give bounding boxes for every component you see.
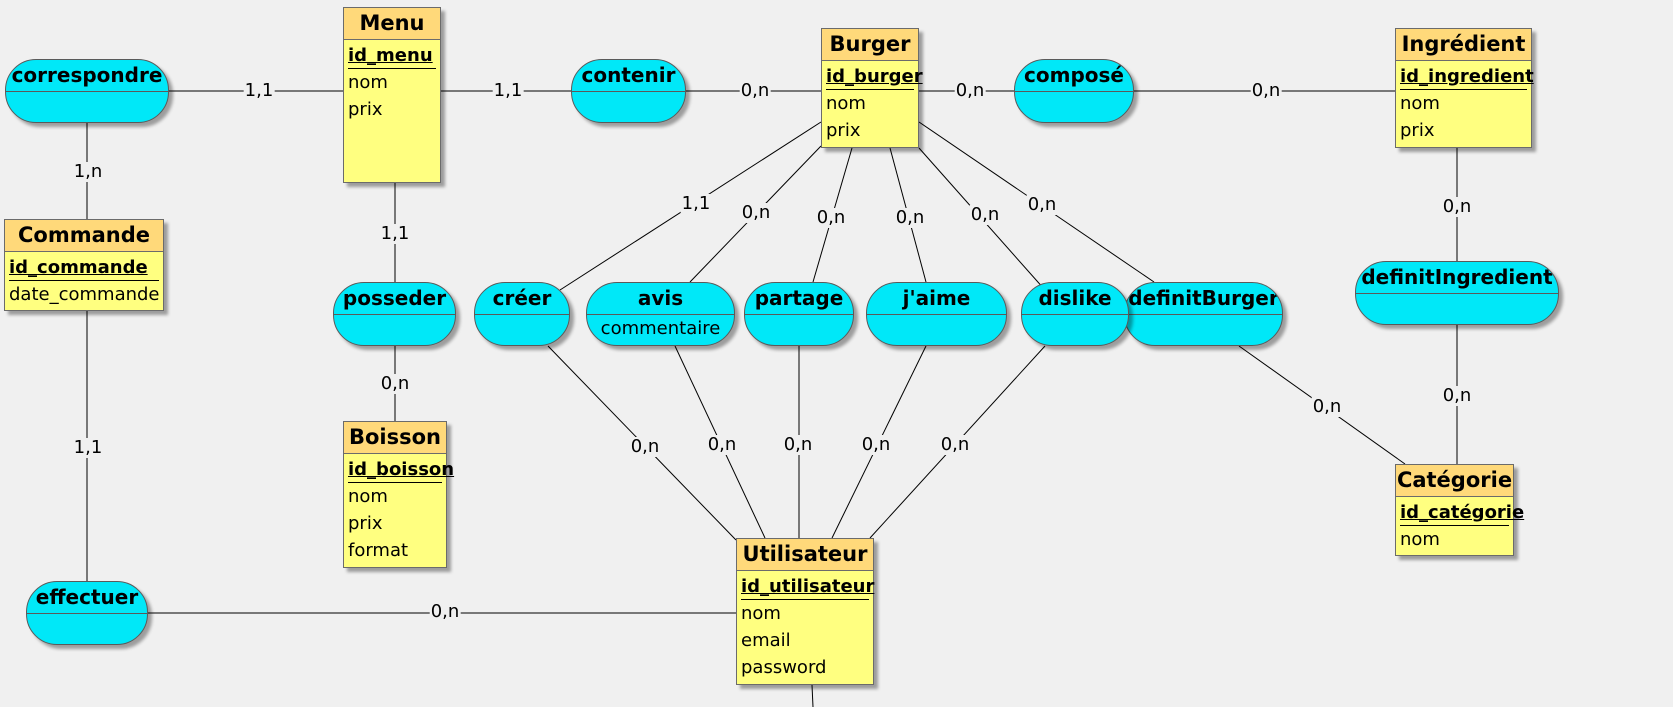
association-name: contenir bbox=[572, 60, 685, 92]
cardinality-label: 1,1 bbox=[379, 223, 411, 244]
association-name: definitIngredient bbox=[1356, 262, 1558, 294]
entity-title: Catégorie bbox=[1396, 465, 1513, 497]
association-jaime[interactable]: j'aime bbox=[866, 282, 1007, 346]
primary-key-attribute: id_utilisateur bbox=[741, 573, 874, 600]
association-name: posseder bbox=[334, 283, 455, 315]
entity-attribute: nom bbox=[1400, 93, 1440, 114]
association-correspondre[interactable]: correspondre bbox=[5, 59, 169, 123]
cardinality-label: 0,n bbox=[706, 434, 738, 455]
cardinality-label: 0,n bbox=[969, 204, 1001, 225]
entity-attribute: nom bbox=[1400, 529, 1440, 550]
association-compose[interactable]: composé bbox=[1014, 59, 1134, 123]
association-name: effectuer bbox=[27, 582, 147, 614]
cardinality-label: 0,n bbox=[740, 202, 772, 223]
association-name: dislike bbox=[1022, 283, 1128, 315]
association-name: composé bbox=[1015, 60, 1133, 92]
cardinality-label: 1,1 bbox=[492, 80, 524, 101]
cardinality-label: 0,n bbox=[1441, 196, 1473, 217]
entity-title: Burger bbox=[822, 29, 918, 61]
entity-title: Boisson bbox=[344, 422, 446, 454]
cardinality-label: 0,n bbox=[1311, 396, 1343, 417]
cardinality-label: 0,n bbox=[939, 434, 971, 455]
cardinality-label: 0,n bbox=[894, 207, 926, 228]
cardinality-label: 0,n bbox=[815, 207, 847, 228]
entity-attribute: nom bbox=[348, 72, 388, 93]
cardinality-label: 0,n bbox=[1026, 194, 1058, 215]
association-name: avis bbox=[587, 283, 734, 315]
association-partage[interactable]: partage bbox=[744, 282, 854, 346]
entity-title: Commande bbox=[5, 220, 163, 252]
cardinality-label: 0,n bbox=[739, 80, 771, 101]
association-creer[interactable]: créer bbox=[474, 282, 570, 346]
association-effectuer[interactable]: effectuer bbox=[26, 581, 148, 645]
primary-key-attribute: id_catégorie bbox=[1400, 499, 1524, 526]
entity-attributes: id_commande date_commande bbox=[5, 252, 163, 308]
link-offscreen-stub bbox=[811, 684, 814, 707]
cardinality-label: 0,n bbox=[379, 373, 411, 394]
cardinality-label: 0,n bbox=[860, 434, 892, 455]
cardinality-label: 1,1 bbox=[680, 193, 712, 214]
cardinality-label: 1,n bbox=[72, 161, 104, 182]
entity-attribute: prix bbox=[826, 120, 861, 141]
association-name: créer bbox=[475, 283, 569, 315]
association-avis[interactable]: avis commentaire bbox=[586, 282, 735, 346]
primary-key-attribute: id_menu bbox=[348, 42, 436, 69]
cardinality-label: 0,n bbox=[1250, 80, 1282, 101]
entity-attribute: prix bbox=[348, 513, 383, 534]
primary-key-attribute: id_ingredient bbox=[1400, 63, 1534, 90]
entity-attribute: prix bbox=[348, 99, 383, 120]
entity-attribute: email bbox=[741, 630, 791, 651]
association-name: partage bbox=[745, 283, 853, 315]
cardinality-label: 0,n bbox=[1441, 385, 1473, 406]
association-name: correspondre bbox=[6, 60, 168, 92]
entity-attribute: nom bbox=[348, 486, 388, 507]
association-definitIngredient[interactable]: definitIngredient bbox=[1355, 261, 1559, 325]
entity-title: Menu bbox=[344, 8, 440, 40]
entity-attribute: date_commande bbox=[9, 284, 160, 305]
association-dislike[interactable]: dislike bbox=[1021, 282, 1129, 346]
entity-attribute: prix bbox=[1400, 120, 1435, 141]
association-name: j'aime bbox=[867, 283, 1006, 315]
cardinality-label: 0,n bbox=[782, 434, 814, 455]
cardinality-label: 1,1 bbox=[72, 437, 104, 458]
association-posseder[interactable]: posseder bbox=[333, 282, 456, 346]
association-name: definitBurger bbox=[1125, 283, 1282, 315]
entity-attribute: nom bbox=[826, 93, 866, 114]
entity-attribute: format bbox=[348, 540, 409, 561]
entity-title: Utilisateur bbox=[737, 539, 873, 571]
association-contenir[interactable]: contenir bbox=[571, 59, 686, 123]
primary-key-attribute: id_boisson bbox=[348, 456, 454, 483]
cardinality-label: 1,1 bbox=[243, 80, 275, 101]
entity-title: Ingrédient bbox=[1396, 29, 1531, 61]
association-attribute: commentaire bbox=[600, 318, 721, 339]
primary-key-attribute: id_burger bbox=[826, 63, 923, 90]
entity-attribute: password bbox=[741, 657, 827, 678]
cardinality-label: 0,n bbox=[429, 601, 461, 622]
entity-attribute: nom bbox=[741, 603, 781, 624]
cardinality-label: 0,n bbox=[629, 436, 661, 457]
association-definitBurger[interactable]: definitBurger bbox=[1124, 282, 1283, 346]
primary-key-attribute: id_commande bbox=[9, 254, 159, 281]
cardinality-label: 0,n bbox=[954, 80, 986, 101]
